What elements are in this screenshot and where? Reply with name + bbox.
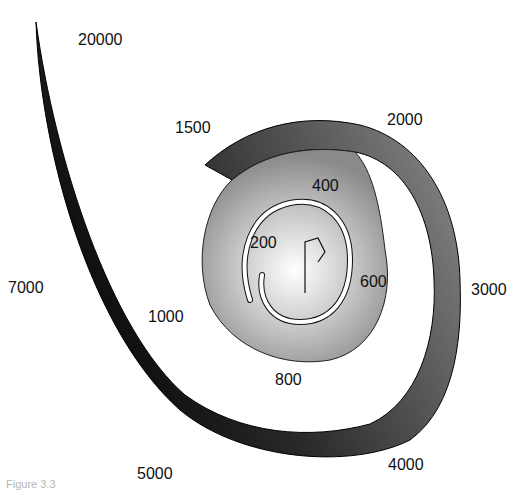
- frequency-label: 800: [275, 371, 302, 389]
- frequency-label: 1500: [175, 119, 211, 137]
- frequency-label: 2000: [387, 111, 423, 129]
- spiral-gap-edge: [245, 202, 350, 322]
- spiral-gap: [245, 202, 350, 322]
- figure-caption: Figure 3.3: [6, 478, 56, 490]
- frequency-label: 4000: [388, 456, 424, 474]
- spiral-apex-hook: [305, 238, 325, 293]
- frequency-label: 1000: [148, 308, 184, 326]
- frequency-label: 5000: [137, 465, 173, 483]
- frequency-label: 400: [312, 177, 339, 195]
- spiral-inner-turns: [202, 149, 387, 361]
- spiral-outer-turn: [36, 22, 460, 457]
- frequency-label: 7000: [8, 279, 44, 297]
- frequency-label: 200: [250, 234, 277, 252]
- frequency-label: 3000: [471, 281, 507, 299]
- frequency-label: 600: [360, 273, 387, 291]
- frequency-label: 20000: [78, 31, 123, 49]
